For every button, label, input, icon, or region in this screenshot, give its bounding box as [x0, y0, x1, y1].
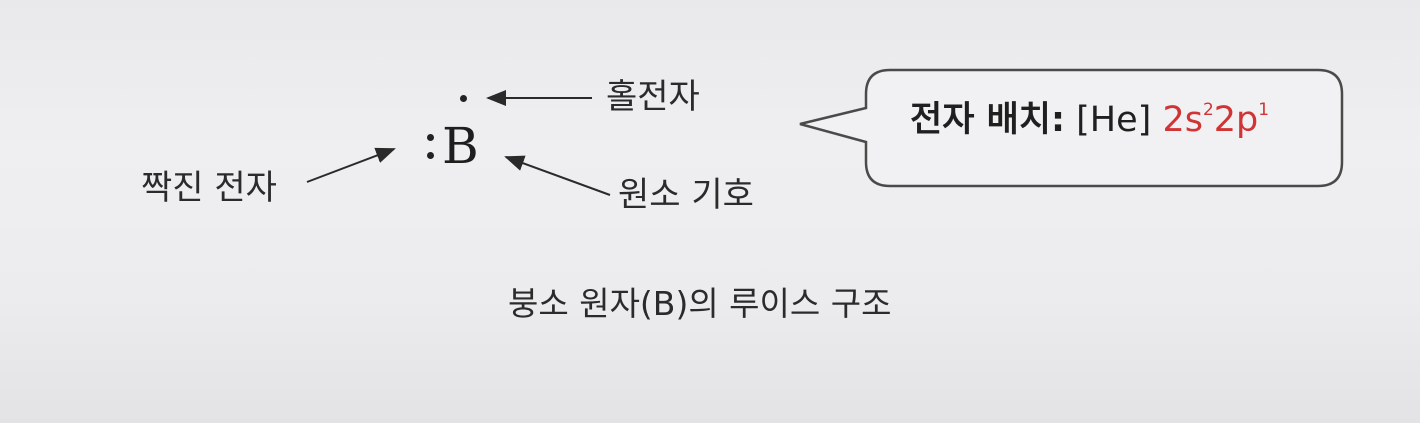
- orbital-2s: 2s: [1162, 100, 1203, 140]
- element-symbol-label: 원소 기호: [618, 175, 754, 215]
- element-symbol-arrow: [504, 155, 611, 196]
- orbital-2s-exponent: 2: [1202, 100, 1214, 120]
- figure-caption: 붕소 원자(B)의 루이스 구조: [508, 284, 892, 323]
- unpaired-electron-label: 홀전자: [606, 77, 700, 117]
- paired-electron-dot-bottom: [427, 152, 434, 159]
- orbital-2p-exponent: 1: [1258, 100, 1270, 120]
- orbital-2p: 2p: [1213, 100, 1259, 140]
- element-symbol: B: [442, 117, 479, 175]
- paired-electrons-label: 짝진 전자: [141, 168, 277, 208]
- electron-config-value: 2s22p1: [1162, 100, 1269, 140]
- electron-config-core: [He]: [1076, 100, 1152, 140]
- paired-electron-dot-top: [427, 134, 434, 141]
- electron-config-bubble: [799, 68, 1344, 188]
- electron-config-text: 전자 배치: [He] 2s22p1: [910, 100, 1269, 140]
- paired-electrons-arrow: [306, 147, 396, 183]
- unpaired-electron-dot: [460, 95, 467, 102]
- electron-config-prefix: 전자 배치:: [910, 100, 1065, 140]
